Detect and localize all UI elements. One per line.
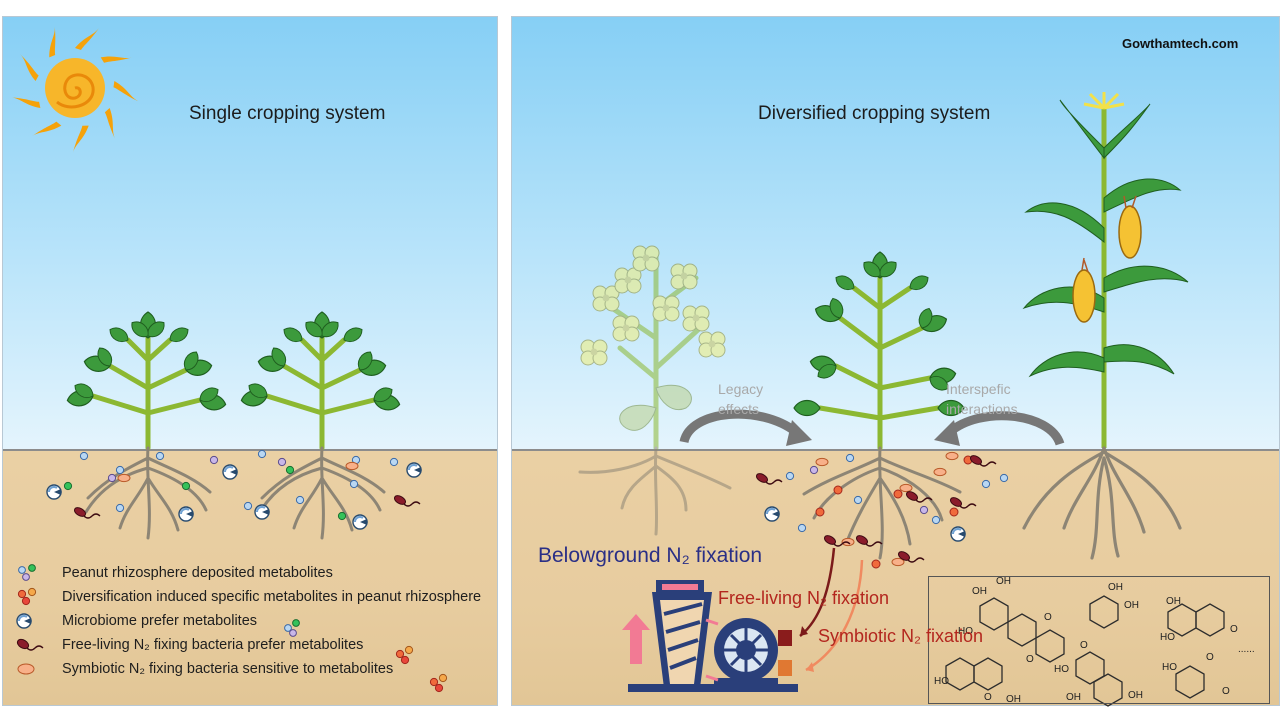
legend: Peanut rhizosphere deposited metabolites… [14,562,534,682]
legend-text: Peanut rhizosphere deposited metabolites [62,565,333,581]
corn-plant [1022,92,1189,560]
blue-metabolite-dots-icon [18,564,36,581]
fixation-arrows [799,547,864,672]
peanut-plant-left-2 [239,311,402,540]
peanut-plant-left-1 [65,311,228,540]
free-living-bacteria-icon [16,638,44,651]
metabolite-structures-box [928,576,1270,704]
interspecific-interactions-arrow [934,411,1065,446]
panel-title-single: Single cropping system [189,103,386,124]
legend-text: Symbiotic N₂ fixing bacteria sensitive t… [62,661,394,677]
legend-item-free-living: Free-living N₂ fixing bacteria prefer me… [14,634,534,658]
legend-item-diversification-metabolites: Diversification induced specific metabol… [14,586,534,610]
legacy-effects-arrow [679,409,812,446]
legend-item-microbiome: Microbiome prefer metabolites [14,610,534,634]
chemical-structures [945,595,1225,707]
legacy-label-line2: effects [718,401,759,417]
belowground-fixation-label: Belowground N₂ fixation [538,544,763,567]
nitrogen-pump-icon [622,580,798,692]
legacy-label-line1: Legacy [718,381,763,397]
symbiotic-fixation-label: Symbiotic N₂ fixation [818,626,984,646]
symbiotic-bacteria-icon [17,663,35,675]
interspecific-label-line2: interactions [946,401,1018,417]
watermark: Gowthamtech.com [1122,36,1239,51]
interspecific-label-line1: Interspefic [946,381,1011,397]
legend-text: Diversification induced specific metabol… [62,589,482,605]
sun-icon [11,26,139,153]
rapeseed-plant [578,245,732,536]
legend-item-peanut-metabolites: Peanut rhizosphere deposited metabolites [14,562,534,586]
soil-layer [3,449,497,705]
free-living-fixation-label: Free-living N₂ fixation [718,588,890,608]
microbe-icon [16,613,32,629]
panel-title-diversified: Diversified cropping system [758,103,991,124]
legend-text: Microbiome prefer metabolites [62,613,258,629]
legend-item-symbiotic: Symbiotic N₂ fixing bacteria sensitive t… [14,658,534,682]
red-metabolite-dots-icon [17,587,37,606]
legend-text: Free-living N₂ fixing bacteria prefer me… [62,637,364,653]
